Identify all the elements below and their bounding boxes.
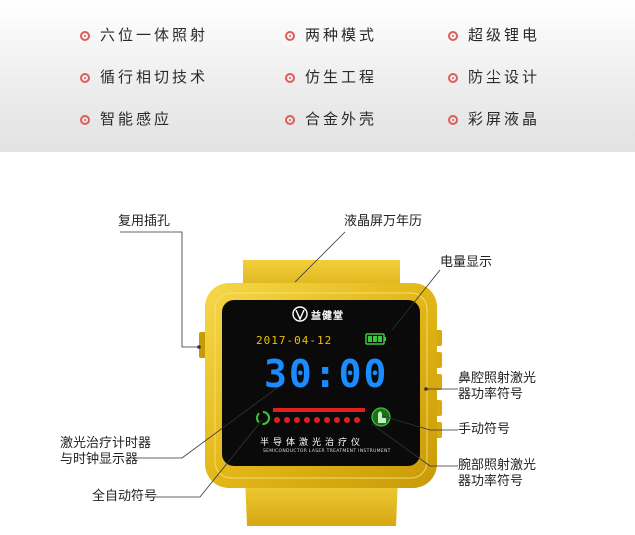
feature-item: 合金外壳 — [285, 108, 377, 129]
bullet-icon — [80, 73, 90, 83]
strap-bottom — [245, 478, 398, 526]
label-battery: 电量显示 — [440, 255, 493, 270]
bullet-icon — [448, 73, 458, 83]
label-calendar: 液晶屏万年历 — [344, 214, 423, 229]
label-timer-line1: 激光治疗计时器 — [60, 436, 152, 451]
label-nasal-line2: 器功率符号 — [458, 387, 524, 402]
timer-display: 30:00 — [264, 352, 389, 396]
callout-lines — [120, 231, 458, 498]
bullet-icon — [285, 115, 295, 125]
bullet-icon — [448, 31, 458, 41]
bullet-icon — [285, 73, 295, 83]
feature-item: 彩屏液晶 — [448, 108, 540, 129]
auto-mode-icon — [256, 411, 270, 425]
bullet-icon — [80, 115, 90, 125]
feature-item: 仿生工程 — [285, 66, 377, 87]
label-wrist-line1: 腕部照射激光 — [458, 458, 537, 473]
feature-item: 超级锂电 — [448, 24, 540, 45]
label-timer-line2: 与时钟显示器 — [60, 452, 139, 467]
power-bars — [273, 408, 365, 423]
feature-item: 六位一体照射 — [80, 24, 208, 45]
hand-icon — [371, 407, 391, 427]
bullet-icon — [448, 115, 458, 125]
features-banner: 六位一体照射 两种模式 超级锂电 循行相切技术 仿生工程 防尘设计 智能感应 合… — [0, 0, 635, 152]
label-port: 复用插孔 — [118, 214, 171, 229]
bullet-icon — [80, 31, 90, 41]
feature-item: 智能感应 — [80, 108, 172, 129]
feature-item: 两种模式 — [285, 24, 377, 45]
brand-name: 益健堂 — [311, 311, 344, 322]
feature-item: 循行相切技术 — [80, 66, 208, 87]
feature-item: 防尘设计 — [448, 66, 540, 87]
label-wrist-line2: 器功率符号 — [458, 474, 524, 489]
device-name: 半导体激光治疗仪 — [260, 438, 365, 448]
bullet-icon — [285, 31, 295, 41]
device-name-en: SEMICONDUCTOR LASER TREATMENT INSTRUMENT — [263, 449, 391, 454]
logo-icon — [292, 306, 308, 322]
label-manual: 手动符号 — [458, 422, 511, 437]
date-display: 2017-04-12 — [256, 334, 333, 347]
label-nasal-line1: 鼻腔照射激光 — [458, 371, 537, 386]
label-auto: 全自动符号 — [92, 489, 158, 504]
